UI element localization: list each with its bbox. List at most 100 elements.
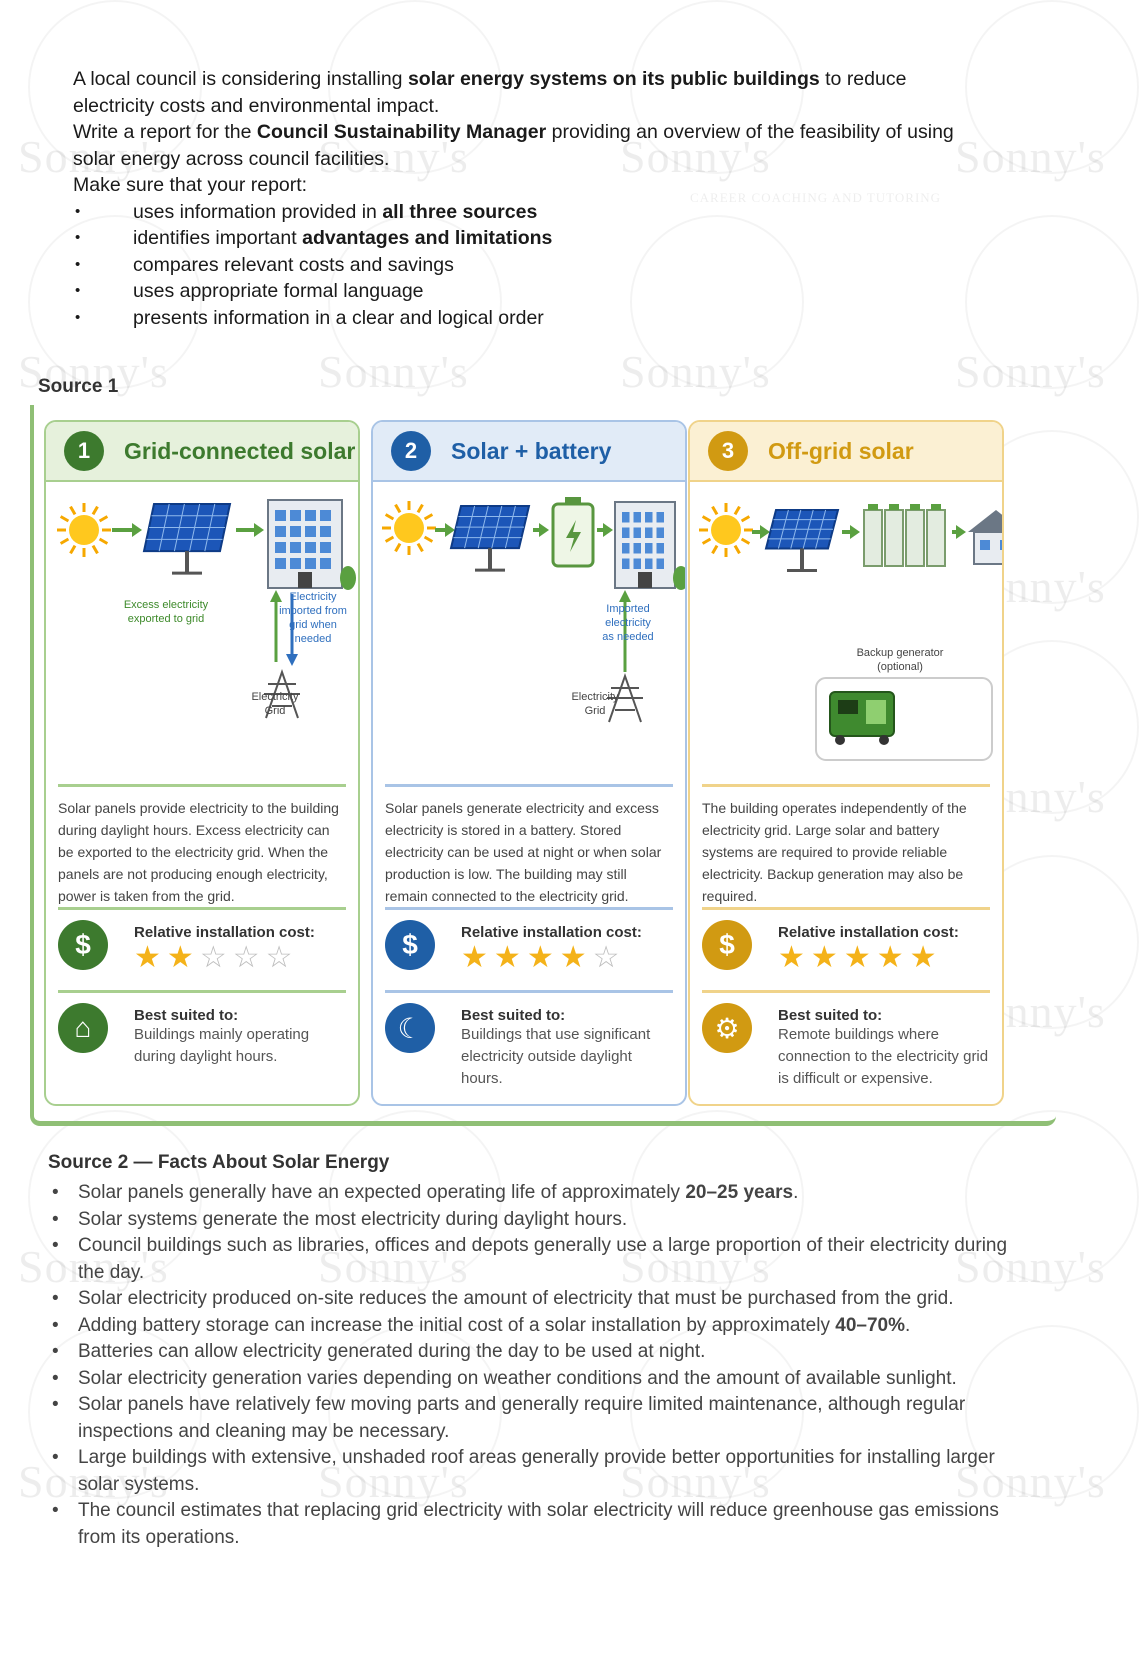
- generator-icon: [829, 691, 895, 745]
- flow-arrow-icon: [435, 523, 455, 537]
- star-filled-icon: ★: [559, 941, 593, 974]
- prompt-checklist: uses information provided in all three s…: [73, 199, 973, 332]
- moon-icon: ☾: [385, 1003, 435, 1053]
- flow-arrow-icon: [842, 525, 860, 539]
- solar-panel-icon: [449, 505, 531, 572]
- prompt-checklist-intro: Make sure that your report:: [73, 174, 308, 196]
- source2-title: Source 2 — Facts About Solar Energy: [48, 1152, 390, 1173]
- building-icon: [267, 499, 356, 590]
- flow-arrow-icon: [533, 523, 549, 537]
- battery-icon: [551, 497, 595, 568]
- cost-star-rating: ★★★★★: [778, 941, 959, 975]
- source2-facts: Solar panels generally have an expected …: [48, 1180, 1038, 1551]
- flow-arrow-icon: [112, 523, 142, 537]
- building-icon: [614, 501, 685, 590]
- off-grid-diagram: [699, 503, 1002, 761]
- remote-location-icon: ⚙: [702, 1003, 752, 1053]
- fact-item: Solar panels generally have an expected …: [48, 1180, 1038, 1207]
- option-card-header: 3 Off-grid solar: [690, 422, 1002, 482]
- cost-star-rating: ★★☆☆☆: [134, 941, 315, 975]
- flow-arrow-icon: [236, 523, 264, 537]
- divider: [385, 907, 673, 910]
- star-empty-icon: ☆: [232, 941, 266, 974]
- checklist-item: uses information provided in all three s…: [73, 199, 973, 226]
- watermark-laurel: [965, 0, 1139, 174]
- option-number-badge: 1: [64, 431, 104, 471]
- source1-frame: [30, 405, 1056, 1126]
- star-filled-icon: ★: [493, 941, 527, 974]
- diagram-caption: Electricity Grid: [251, 691, 299, 717]
- star-filled-icon: ★: [526, 941, 560, 974]
- grid-connected-diagram: [57, 499, 356, 719]
- divider: [58, 990, 346, 993]
- option-card-header: 2 Solar + battery: [373, 422, 685, 482]
- star-filled-icon: ★: [843, 941, 877, 974]
- best-suited-label: Best suited to:: [134, 1007, 239, 1024]
- checklist-item: compares relevant costs and savings: [73, 252, 973, 279]
- divider: [58, 907, 346, 910]
- divider: [385, 990, 673, 993]
- best-suited-text: Buildings that use significant electrici…: [461, 1026, 651, 1087]
- option-number-badge: 3: [708, 431, 748, 471]
- sun-icon: [699, 503, 753, 557]
- option-title: Off-grid solar: [768, 437, 914, 464]
- best-suited-row: ☾ Best suited to: Buildings that use sig…: [373, 993, 685, 1104]
- divider: [702, 784, 990, 787]
- option-card: 3 Off-grid solar The building operates i…: [688, 420, 1004, 1106]
- fact-item: Solar electricity produced on-site reduc…: [48, 1286, 1038, 1313]
- task-prompt: A local council is considering installin…: [73, 66, 973, 331]
- watermark-laurel: [965, 215, 1139, 389]
- watermark-text: Sonny's: [620, 346, 771, 397]
- option-number-badge: 2: [391, 431, 431, 471]
- installation-cost-row: $ Relative installation cost: ★★★★☆: [373, 910, 685, 990]
- installation-cost-row: $ Relative installation cost: ★★★★★: [690, 910, 1002, 990]
- option-illustration: [690, 482, 1002, 784]
- divider: [702, 907, 990, 910]
- building-icon: ⌂: [58, 1003, 108, 1053]
- cost-star-rating: ★★★★☆: [461, 941, 642, 975]
- option-description: Solar panels provide electricity to the …: [58, 800, 339, 904]
- divider: [385, 784, 673, 787]
- fact-item: Solar electricity generation varies depe…: [48, 1366, 1038, 1393]
- sun-icon: [57, 503, 111, 557]
- star-filled-icon: ★: [810, 941, 844, 974]
- watermark-text: Sonny's: [318, 346, 469, 397]
- prompt-intro: A local council is considering installin…: [73, 68, 907, 117]
- flow-arrow-icon: [752, 525, 770, 539]
- option-card: 1 Grid-connected solar Solar panels prov…: [44, 420, 360, 1106]
- fact-item: Solar systems generate the most electric…: [48, 1207, 1038, 1234]
- house-icon: [968, 510, 1002, 565]
- cost-label: Relative installation cost:: [134, 924, 315, 941]
- best-suited-row: ⚙ Best suited to: Remote buildings where…: [690, 993, 1002, 1104]
- best-suited-label: Best suited to:: [461, 1007, 566, 1024]
- option-title: Grid-connected solar: [124, 437, 356, 464]
- option-title: Solar + battery: [451, 437, 612, 464]
- fact-item: Large buildings with extensive, unshaded…: [48, 1445, 1038, 1498]
- star-filled-icon: ★: [461, 941, 494, 974]
- fact-item: The council estimates that replacing gri…: [48, 1498, 1038, 1551]
- solar-panel-icon: [142, 503, 232, 575]
- option-illustration: [46, 482, 358, 784]
- diagram-caption: Backup generator (optional): [856, 647, 944, 673]
- best-suited-text: Remote buildings where connection to the…: [778, 1026, 989, 1087]
- star-filled-icon: ★: [778, 941, 811, 974]
- option-card: 2 Solar + battery Solar panels generate …: [371, 420, 687, 1106]
- diagram-caption: Imported electricity as needed: [602, 603, 654, 643]
- checklist-item: presents information in a clear and logi…: [73, 305, 973, 332]
- option-illustration: [373, 482, 685, 784]
- watermark-text: Sonny's: [955, 131, 1106, 182]
- star-filled-icon: ★: [909, 941, 943, 974]
- solar-battery-diagram: [382, 497, 685, 723]
- sun-icon: [382, 501, 436, 555]
- checklist-item: identifies important advantages and limi…: [73, 225, 973, 252]
- best-suited-label: Best suited to:: [778, 1007, 883, 1024]
- diagram-caption: Excess electricity exported to grid: [123, 599, 209, 625]
- dollar-icon: $: [385, 920, 435, 970]
- electricity-pylon-icon: [264, 668, 300, 719]
- star-empty-icon: ☆: [592, 941, 626, 974]
- fact-item: Adding battery storage can increase the …: [48, 1313, 1038, 1340]
- cost-label: Relative installation cost:: [461, 924, 642, 941]
- diagram-caption: Electricity imported from grid when need…: [279, 591, 347, 645]
- star-filled-icon: ★: [876, 941, 910, 974]
- checklist-item: uses appropriate formal language: [73, 278, 973, 305]
